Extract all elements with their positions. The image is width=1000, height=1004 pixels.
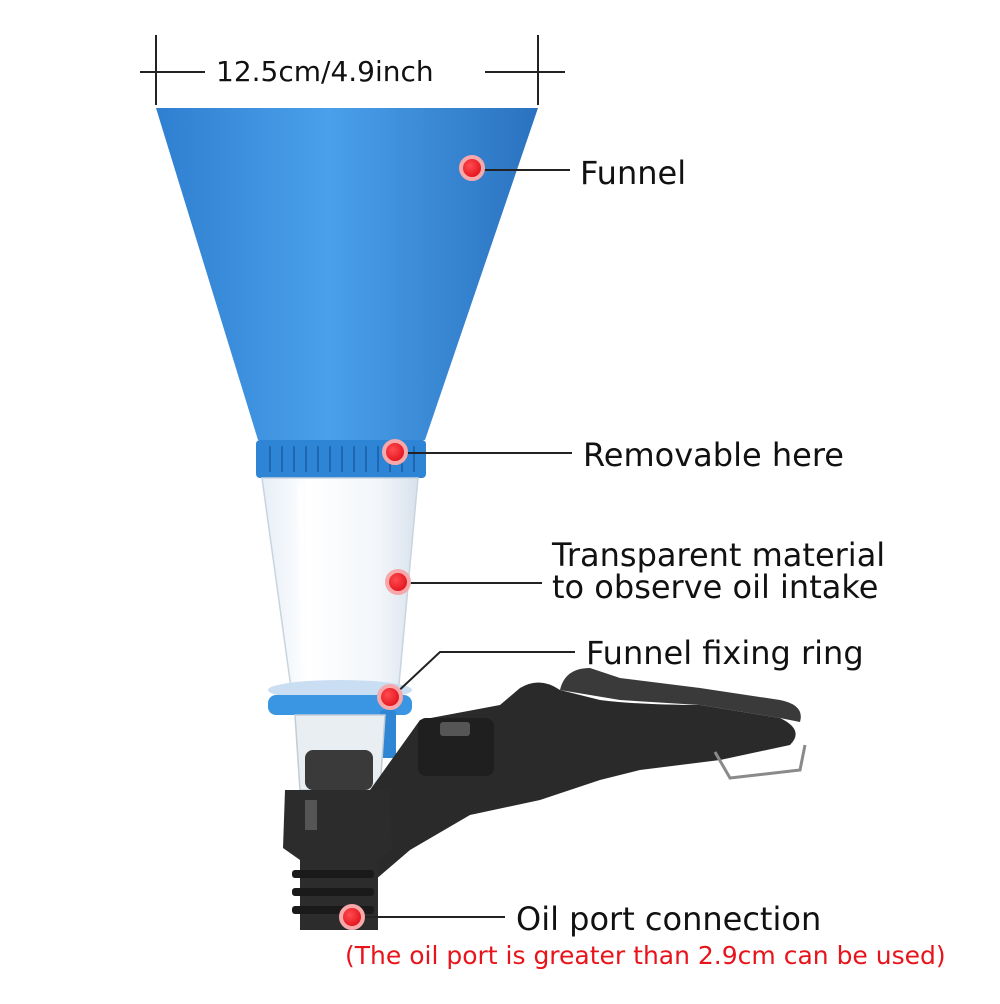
marker-oil-port: [339, 904, 365, 930]
oil-port-label: Oil port connection: [516, 900, 822, 938]
clamp-handles: [370, 668, 807, 880]
leader-lines: [352, 169, 575, 918]
dimension-indicator: [140, 35, 565, 105]
marker-removable: [382, 439, 408, 465]
marker-fixing-ring: [377, 684, 403, 710]
marker-dots: [339, 155, 485, 930]
transparent-label-line2: to observe oil intake: [552, 568, 879, 606]
oil-port-note: (The oil port is greater than 2.9cm can …: [345, 941, 946, 970]
dimension-label: 12.5cm/4.9inch: [216, 55, 434, 88]
removable-label: Removable here: [583, 436, 844, 474]
transparent-label-line1: Transparent material: [552, 536, 886, 574]
funnel-cone: [156, 108, 538, 440]
fixing-ring-label: Funnel fixing ring: [586, 634, 864, 672]
marker-funnel: [459, 155, 485, 181]
funnel-label: Funnel: [580, 154, 687, 192]
marker-transparent: [385, 569, 411, 595]
oil-port-connector: [283, 790, 392, 930]
